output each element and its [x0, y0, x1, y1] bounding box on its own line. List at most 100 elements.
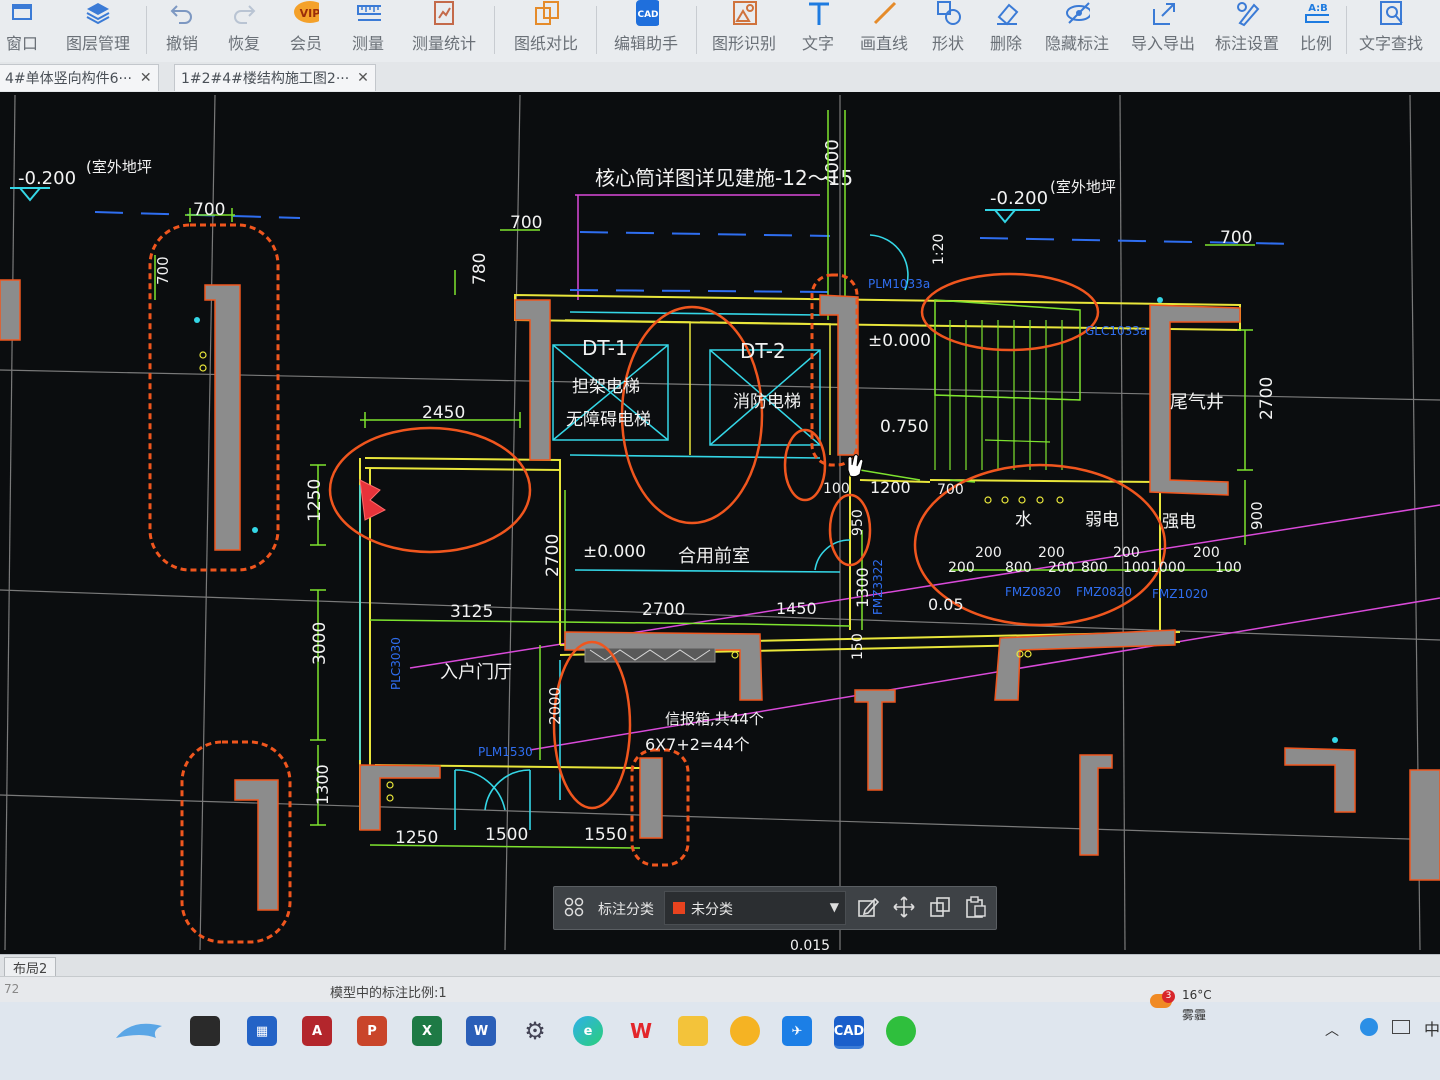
chevron-up-icon[interactable]: ︿ — [1325, 1023, 1339, 1039]
edit-assistant-icon: CAD — [633, 0, 659, 26]
dim-text: 950 — [850, 509, 866, 536]
dim-text: 800 — [1081, 560, 1108, 576]
ribbon-toolbar: 窗口 图层管理 撤销 恢复 VIP 会员 测量 测量统计 图纸对比 CAD 编辑… — [0, 0, 1440, 63]
dim-text: 2700 — [642, 600, 685, 620]
dim-text: 2450 — [422, 403, 465, 423]
word-icon[interactable]: W — [466, 1016, 496, 1046]
door-tag: FMZ0820 — [1005, 585, 1061, 599]
dim-text: 150 — [850, 633, 866, 660]
move-icon[interactable] — [892, 895, 916, 919]
music-icon[interactable] — [730, 1016, 760, 1046]
security-icon[interactable] — [1360, 1018, 1378, 1036]
dim-text: 4000 — [822, 139, 843, 185]
redo-button[interactable]: 恢复 — [222, 0, 266, 62]
compare-button[interactable]: 图纸对比 — [508, 0, 584, 62]
toolbar-separator — [146, 6, 147, 54]
cad-icon[interactable]: CAD — [834, 1016, 864, 1049]
excel-icon[interactable]: X — [412, 1016, 442, 1046]
task-view-icon[interactable] — [190, 1016, 220, 1046]
undo-button[interactable]: 撤销 — [160, 0, 204, 62]
ime-icon[interactable]: 中 — [1424, 1020, 1440, 1039]
toolbar-separator — [696, 6, 697, 54]
drawing-canvas[interactable]: -0.200 (室外地坪 -0.200 (室外地坪 核心筒详图详见建施-12～1… — [0, 92, 1440, 954]
close-icon[interactable]: ✕ — [357, 70, 369, 86]
room-label: DT-1 — [582, 336, 628, 360]
elevator-dt1 — [552, 344, 669, 441]
settings-icon[interactable]: ⚙ — [524, 1017, 546, 1045]
wps-icon[interactable]: W — [629, 1019, 653, 1043]
room-label: 消防电梯 — [733, 392, 801, 412]
copy-icon[interactable] — [928, 895, 952, 919]
dingtalk-icon[interactable]: ✈ — [782, 1016, 812, 1046]
keyboard-icon[interactable] — [1392, 1020, 1410, 1034]
wechat-icon[interactable] — [886, 1016, 916, 1046]
level-label: -0.200 — [990, 188, 1048, 209]
edit-icon[interactable] — [856, 895, 880, 919]
file-explorer-icon[interactable] — [678, 1016, 708, 1046]
shape-recognize-button[interactable]: 图形识别 — [706, 0, 782, 62]
close-icon[interactable]: ✕ — [139, 70, 152, 86]
access-icon[interactable]: A — [302, 1016, 332, 1046]
tab-drawing-2[interactable]: 1#2#4#楼结构施工图2··· ✕ — [174, 64, 376, 91]
tab-label: 1#2#4#楼结构施工图2··· — [181, 71, 350, 87]
annotation-scale-text: 模型中的标注比例:1 — [330, 986, 447, 1001]
tab-layout-2[interactable]: 布局2 — [4, 957, 57, 977]
dashed-lines — [94, 211, 1301, 293]
dim-text: 3000 — [310, 622, 330, 665]
import-export-button[interactable]: 导入导出 — [1128, 0, 1198, 62]
delete-button[interactable]: 删除 — [984, 0, 1028, 62]
draw-line-button[interactable]: 画直线 — [856, 0, 912, 62]
chevron-down-icon: ▼ — [829, 900, 839, 914]
category-select[interactable]: 未分类 ▼ — [664, 891, 846, 925]
dim-text: 700 — [1220, 228, 1252, 248]
concrete-walls — [0, 279, 1440, 911]
level-text: ±0.000 — [868, 331, 931, 351]
scale-button[interactable]: A:B 比例 — [1296, 0, 1336, 62]
scale-icon: A:B — [1303, 0, 1329, 26]
dolphin-browser-icon[interactable] — [112, 1016, 172, 1046]
text-search-button[interactable]: 文字查找 — [1356, 0, 1426, 62]
annotation-settings-button[interactable]: 标注设置 — [1212, 0, 1282, 62]
level-marker-right: -0.200 (室外地坪 — [985, 178, 1116, 224]
weather-temp: 16°C — [1182, 988, 1212, 1002]
measure-button[interactable]: 测量 — [346, 0, 390, 62]
paste-icon[interactable] — [964, 895, 988, 919]
level-marker-left: -0.200 (室外地坪 — [10, 158, 152, 202]
door-tag: PLM1530 — [478, 745, 533, 759]
shape-recognize-icon — [731, 0, 757, 26]
edge-icon[interactable]: e — [573, 1016, 603, 1046]
tab-label: 4#单体竖向构件6··· — [5, 71, 132, 87]
weather-condition: 雾霾 — [1182, 1008, 1207, 1022]
level-note: (室外地坪 — [86, 158, 152, 176]
measure-stats-button[interactable]: 测量统计 — [406, 0, 482, 62]
status-bar: 72 模型中的标注比例:1 — [0, 976, 1440, 1003]
vip-icon: VIP — [293, 0, 319, 26]
door-tag: FMZ0820 — [1076, 585, 1132, 599]
shape-button[interactable]: 形状 — [926, 0, 970, 62]
dim-text: 700 — [510, 213, 542, 233]
text-button[interactable]: 文字 — [796, 0, 840, 62]
undo-icon — [169, 0, 195, 26]
edit-assistant-button[interactable]: CAD 编辑助手 — [608, 0, 684, 62]
level-text: ±0.000 — [583, 542, 646, 562]
floor-plan-drawing: -0.200 (室外地坪 -0.200 (室外地坪 核心筒详图详见建施-12～1… — [0, 94, 1440, 954]
category-label: 标注分类 — [598, 902, 654, 918]
grid-icon[interactable] — [562, 895, 586, 919]
text-search-icon — [1378, 0, 1404, 26]
dim-text: 200 — [975, 545, 1002, 561]
store-icon[interactable]: ▦ — [247, 1016, 277, 1046]
dim-text: 1300 — [853, 567, 872, 608]
dim-text: 100 — [1123, 560, 1150, 576]
dim-text: 1500 — [485, 825, 528, 845]
powerpoint-icon[interactable]: P — [357, 1016, 387, 1046]
import-export-icon — [1150, 0, 1176, 26]
annotation-settings-icon — [1234, 0, 1260, 27]
tab-drawing-1[interactable]: 4#单体竖向构件6··· ✕ — [0, 64, 159, 91]
layer-manager-button[interactable]: 图层管理 — [60, 0, 136, 62]
room-label: 弱电 — [1085, 510, 1119, 530]
window-button[interactable]: 窗口 — [2, 0, 42, 62]
dim-text: 1200 — [870, 478, 911, 497]
vip-button[interactable]: VIP 会员 — [284, 0, 328, 62]
dim-text: 780 — [470, 253, 490, 285]
hide-annotation-button[interactable]: 隐藏标注 — [1042, 0, 1112, 62]
